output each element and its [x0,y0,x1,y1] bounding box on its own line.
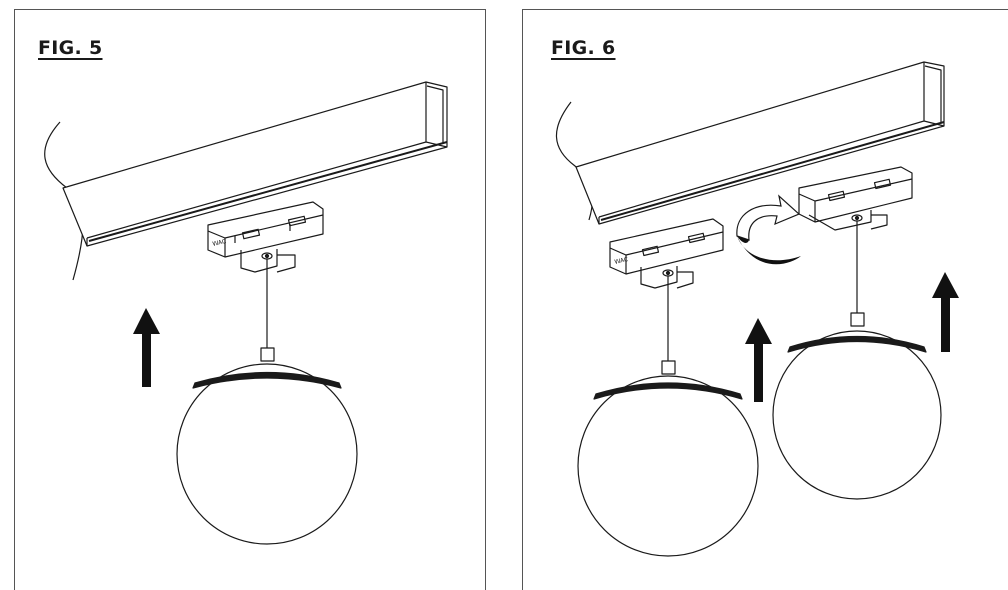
track-adapter-icon: WAC [609,218,724,289]
figure-6-label: FIG. 6 [551,37,616,59]
figure-5-panel: FIG. 5 [14,9,486,590]
track-adapter-icon: WAC [207,201,324,273]
figure-6-illustration: WAC [555,61,959,557]
up-arrow-icon [932,272,959,352]
track-rail-icon [62,81,448,247]
rotate-arrow-icon [736,194,801,265]
brand-mark: WAC [614,256,629,266]
pendant-collar [850,312,865,327]
pendant-globe-icon [176,363,358,545]
track-adapter-icon [798,166,913,231]
pendant-globe-icon [577,375,759,557]
ceiling-edge [555,101,594,221]
up-arrow-icon [745,318,772,402]
figure-5-label: FIG. 5 [38,37,103,59]
brand-mark: WAC [212,238,227,248]
pendant-collar [260,347,275,362]
track-rail-icon [575,61,945,225]
pendant-collar [661,360,676,375]
figure-5-illustration: WAC [44,81,448,545]
up-arrow-icon [133,308,160,387]
pendant-globe-icon [772,330,942,500]
figure-6-panel: FIG. 6 [522,9,1008,590]
